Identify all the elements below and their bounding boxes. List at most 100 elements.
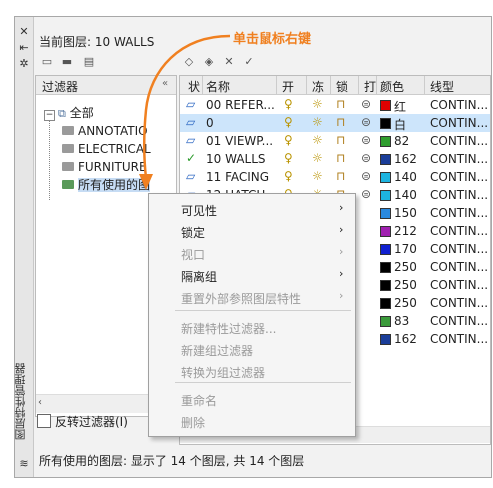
layer-unlock-icon[interactable]: ⊓ — [336, 115, 346, 129]
color-swatch[interactable] — [380, 190, 391, 201]
layer-row[interactable]: 162 CONTIN... — [180, 330, 490, 348]
color-swatch[interactable] — [380, 298, 391, 309]
layer-linetype[interactable]: CONTIN... — [430, 98, 489, 112]
new-layer-icon[interactable]: ◇ — [184, 55, 194, 68]
color-swatch[interactable] — [380, 280, 391, 291]
layer-linetype[interactable]: CONTIN... — [430, 296, 489, 310]
col-status[interactable]: 状 — [188, 80, 201, 94]
layer-row[interactable]: 83 CONTIN... — [180, 312, 490, 330]
tree-item-annotation[interactable]: ANNOTATIO — [62, 122, 148, 140]
layer-color-name[interactable]: 82 — [394, 134, 410, 148]
new-group-filter-icon[interactable]: ▬ — [61, 55, 73, 68]
color-swatch[interactable] — [380, 316, 391, 327]
layer-on-icon[interactable]: ♀ — [284, 151, 293, 165]
color-swatch[interactable] — [380, 172, 391, 183]
settings-icon[interactable]: ✲ — [19, 57, 29, 70]
layer-color-name[interactable]: 250 — [394, 260, 417, 274]
close-icon[interactable]: ✕ — [19, 25, 29, 38]
layer-thaw-icon[interactable]: ☼ — [312, 115, 323, 129]
context-menu-item[interactable]: 隔离组› — [149, 264, 355, 286]
tree-root-all[interactable]: ⧉ 全部 — [58, 104, 94, 122]
layer-name[interactable]: 00 REFER... — [206, 98, 275, 112]
layer-linetype[interactable]: CONTIN... — [430, 332, 489, 346]
layer-color-name[interactable]: 140 — [394, 170, 417, 184]
color-swatch[interactable] — [380, 136, 391, 147]
context-menu-item[interactable]: 可见性› — [149, 198, 355, 220]
layer-plot-icon[interactable]: ⊜ — [361, 169, 372, 183]
layer-linetype[interactable]: CONTIN... — [430, 260, 489, 274]
col-plot[interactable]: 打 — [364, 80, 377, 94]
layer-linetype[interactable]: CONTIN... — [430, 134, 489, 148]
layer-plot-icon[interactable]: ⊜ — [361, 187, 372, 201]
layer-name[interactable]: 01 VIEWP... — [206, 134, 274, 148]
color-swatch[interactable] — [380, 154, 391, 165]
col-freeze[interactable]: 冻 — [312, 80, 325, 94]
layer-on-icon[interactable]: ♀ — [284, 97, 293, 111]
layer-linetype[interactable]: CONTIN... — [430, 170, 489, 184]
layer-color-name[interactable]: 162 — [394, 152, 417, 166]
layer-unlock-icon[interactable]: ⊓ — [336, 97, 346, 111]
layer-thaw-icon[interactable]: ☼ — [312, 97, 323, 111]
layer-color-name[interactable]: 250 — [394, 278, 417, 292]
color-swatch[interactable] — [380, 118, 391, 129]
col-on[interactable]: 开 — [282, 80, 295, 94]
col-divider[interactable] — [306, 76, 307, 94]
col-divider[interactable] — [424, 76, 425, 94]
tree-item-electrical[interactable]: ELECTRICAL — [62, 140, 151, 158]
col-divider[interactable] — [276, 76, 277, 94]
context-menu-item[interactable]: 锁定› — [149, 220, 355, 242]
layer-thaw-icon[interactable]: ☼ — [312, 133, 323, 147]
col-color[interactable]: 颜色 — [380, 80, 405, 94]
filter-pane-hscrollbar[interactable]: ‹ — [36, 394, 176, 413]
layer-color-name[interactable]: 162 — [394, 332, 417, 346]
layer-linetype[interactable]: CONTIN... — [430, 206, 489, 220]
layer-linetype[interactable]: CONTIN... — [430, 224, 489, 238]
layer-plot-icon[interactable]: ⊜ — [361, 151, 372, 165]
col-divider[interactable] — [330, 76, 331, 94]
scroll-left-icon[interactable]: ‹ — [38, 397, 42, 408]
layer-on-icon[interactable]: ♀ — [284, 133, 293, 147]
layer-linetype[interactable]: CONTIN... — [430, 314, 489, 328]
color-swatch[interactable] — [380, 334, 391, 345]
col-divider[interactable] — [358, 76, 359, 94]
layer-plot-icon[interactable]: ⊜ — [361, 133, 372, 147]
new-layer-vp-frozen-icon[interactable]: ◈ — [204, 55, 214, 68]
color-swatch[interactable] — [380, 262, 391, 273]
layer-unlock-icon[interactable]: ⊓ — [336, 133, 346, 147]
layer-color-name[interactable]: 212 — [394, 224, 417, 238]
col-divider[interactable] — [376, 76, 377, 94]
layer-row[interactable]: 250 CONTIN... — [180, 258, 490, 276]
invert-filter-checkbox[interactable] — [37, 414, 51, 428]
layer-unlock-icon[interactable]: ⊓ — [336, 169, 346, 183]
layer-linetype[interactable]: CONTIN... — [430, 152, 489, 166]
layer-color-name[interactable]: 170 — [394, 242, 417, 256]
color-swatch[interactable] — [380, 226, 391, 237]
layer-thaw-icon[interactable]: ☼ — [312, 151, 323, 165]
layer-linetype[interactable]: CONTIN... — [430, 278, 489, 292]
pin-icon[interactable]: ⇤ — [19, 41, 29, 54]
layer-row[interactable]: 212 CONTIN... — [180, 222, 490, 240]
layer-plot-icon[interactable]: ⊜ — [361, 97, 372, 111]
color-swatch[interactable] — [380, 244, 391, 255]
layer-on-icon[interactable]: ♀ — [284, 169, 293, 183]
layer-name[interactable]: 11 FACING — [206, 170, 270, 184]
col-linetype[interactable]: 线型 — [430, 80, 455, 94]
col-divider[interactable] — [202, 76, 203, 94]
tree-item-furniture[interactable]: FURNITURE — [62, 158, 147, 176]
set-current-icon[interactable]: ✓ — [244, 55, 254, 68]
new-property-filter-icon[interactable]: ▭ — [41, 55, 53, 68]
layer-unlock-icon[interactable]: ⊓ — [336, 151, 346, 165]
col-lock[interactable]: 锁 — [336, 80, 349, 94]
layer-color-name[interactable]: 83 — [394, 314, 410, 328]
layer-plot-icon[interactable]: ⊜ — [361, 115, 372, 129]
layer-color-name[interactable]: 140 — [394, 188, 417, 202]
col-name[interactable]: 名称 — [206, 80, 231, 94]
